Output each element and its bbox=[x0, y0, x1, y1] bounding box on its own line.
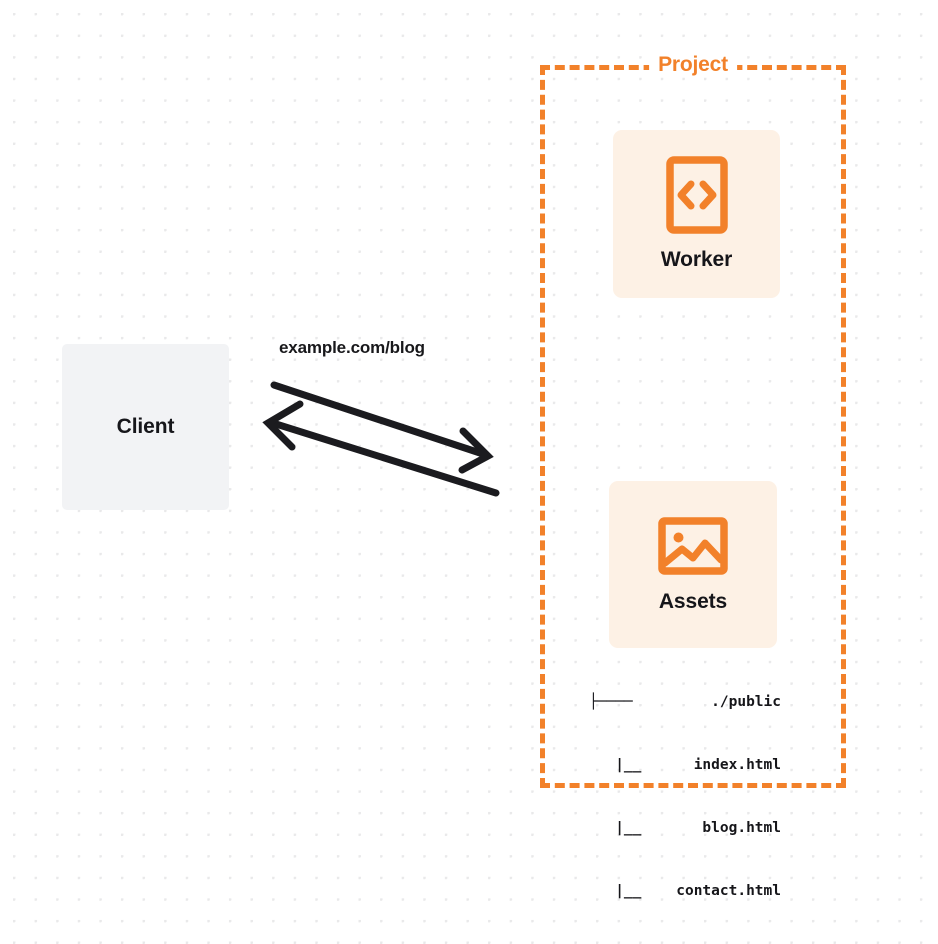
tree-branch-glyph: |__ bbox=[589, 883, 642, 899]
assets-label: Assets bbox=[658, 589, 728, 613]
file-tree-row: |__ index.html bbox=[589, 755, 781, 776]
image-icon bbox=[658, 516, 728, 575]
client-node[interactable]: Client bbox=[62, 344, 229, 510]
file-tree-row: |__ blog.html bbox=[589, 818, 781, 839]
worker-card[interactable]: Worker bbox=[613, 130, 780, 298]
tree-item-name: ./public bbox=[711, 694, 781, 710]
connection-label: example.com/blog bbox=[279, 338, 425, 357]
project-title: Project bbox=[649, 54, 737, 75]
tree-branch-glyph: |__ bbox=[589, 757, 642, 773]
assets-file-tree: ├──── ./public |__ index.html |__ blog.h… bbox=[589, 650, 781, 944]
request-arrow bbox=[270, 381, 494, 474]
tree-branch-glyph: |__ bbox=[589, 820, 642, 836]
code-document-icon bbox=[665, 156, 728, 234]
file-tree-row: |__ contact.html bbox=[589, 881, 781, 902]
project-container: Project bbox=[540, 54, 846, 788]
file-tree-row: ├──── ./public bbox=[589, 692, 781, 713]
assets-card[interactable]: Assets bbox=[609, 481, 777, 648]
client-label: Client bbox=[116, 415, 175, 438]
tree-item-name: contact.html bbox=[676, 883, 781, 899]
worker-label: Worker bbox=[660, 248, 733, 271]
diagram-canvas: Client example.com/blog Project Worker bbox=[62, 54, 846, 899]
tree-branch-glyph: ├──── bbox=[589, 694, 633, 710]
tree-item-name: index.html bbox=[693, 757, 781, 773]
response-arrow bbox=[262, 400, 500, 497]
tree-item-name: blog.html bbox=[702, 820, 781, 836]
